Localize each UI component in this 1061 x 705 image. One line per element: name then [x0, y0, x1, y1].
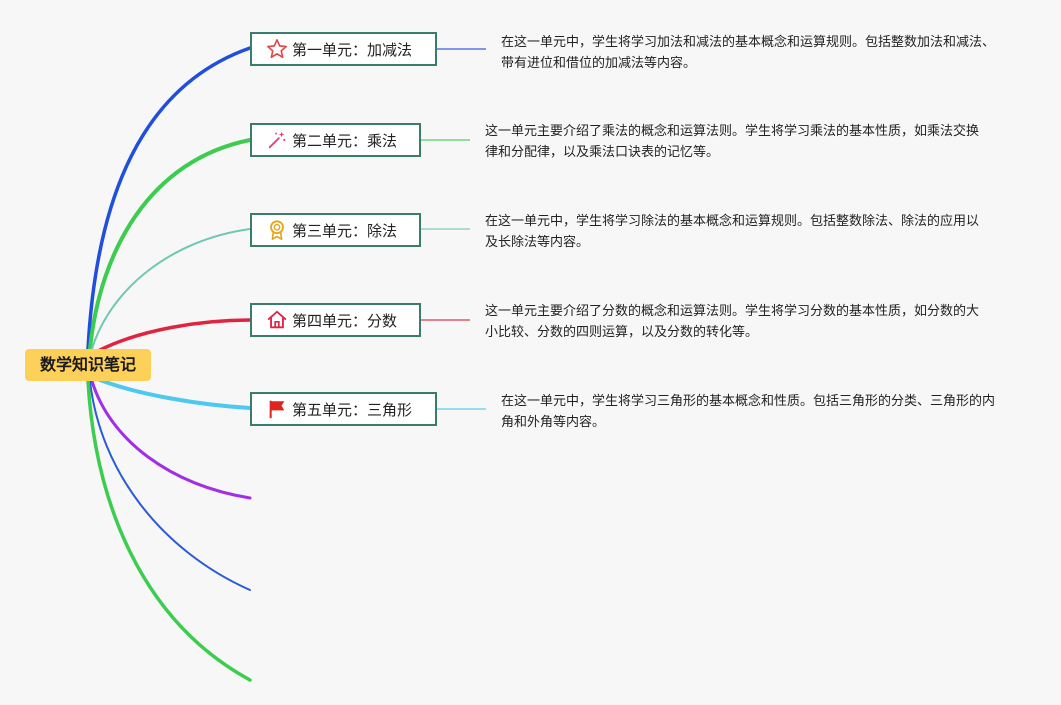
- star-icon: [266, 38, 288, 60]
- branch-line-unit-3: [91, 228, 251, 350]
- branch-line-unit-4: [98, 318, 252, 352]
- branch-line-unit-5: [98, 378, 252, 410]
- note-unit-3: 在这一单元中，学生将学习除法的基本概念和运算规则。包括整数除法、除法的应用以及长…: [485, 214, 980, 250]
- topic-unit-2[interactable]: 第二单元：乘法: [250, 123, 421, 157]
- branch-line-empty-3: [86, 379, 252, 682]
- root-topic[interactable]: 数学知识笔记: [25, 349, 151, 381]
- topic-unit-5[interactable]: 第五单元：三角形: [250, 392, 437, 426]
- topic-unit-2-label: 第二单元：乘法: [292, 131, 398, 150]
- note-unit-2: 这一单元主要介绍了乘法的概念和运算法则。学生将学习乘法的基本性质，如乘法交换律和…: [485, 124, 980, 160]
- topic-unit-4-label: 第四单元：分数: [292, 311, 398, 330]
- topic-unit-4[interactable]: 第四单元：分数: [250, 303, 421, 337]
- topic-unit-3[interactable]: 第三单元：除法: [250, 213, 421, 247]
- branch-line-unit-2: [88, 138, 252, 351]
- note-unit-4: 这一单元主要介绍了分数的概念和运算法则。学生将学习分数的基本性质，如分数的大小比…: [485, 304, 980, 340]
- magic-wand-icon: [266, 129, 288, 151]
- home-icon: [266, 309, 288, 331]
- branch-line-empty-2: [89, 380, 251, 591]
- branch-line-unit-1: [86, 46, 252, 351]
- topic-unit-1[interactable]: 第一单元：加减法: [250, 32, 437, 66]
- award-medal-icon: [266, 219, 288, 241]
- topic-unit-1-label: 第一单元：加减法: [292, 40, 413, 59]
- red-flag-icon: [266, 398, 288, 420]
- topic-unit-3-label: 第三单元：除法: [292, 221, 398, 240]
- topic-unit-5-label: 第五单元：三角形: [292, 400, 413, 419]
- note-unit-5: 在这一单元中，学生将学习三角形的基本概念和性质。包括三角形的分类、三角形的内角和…: [501, 394, 996, 430]
- note-unit-1: 在这一单元中，学生将学习加法和减法的基本概念和运算规则。包括整数加法和减法、带有…: [501, 35, 996, 71]
- branch-line-empty-1: [90, 379, 252, 500]
